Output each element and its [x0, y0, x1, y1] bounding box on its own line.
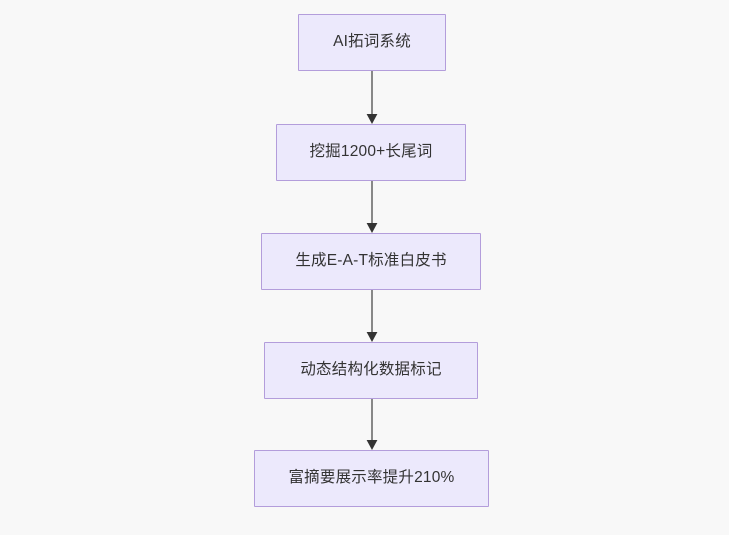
flow-node-label: 挖掘1200+长尾词	[309, 143, 433, 161]
flow-node-ai-keyword-system[interactable]: AI拓词系统	[298, 14, 446, 71]
arrowhead-icon	[366, 440, 378, 450]
arrowhead-icon	[366, 223, 378, 233]
flow-node-generate-eat-whitepaper[interactable]: 生成E-A-T标准白皮书	[261, 233, 481, 290]
flow-node-label: 生成E-A-T标准白皮书	[295, 252, 447, 270]
flow-node-mine-longtail-keywords[interactable]: 挖掘1200+长尾词	[276, 124, 466, 181]
flow-node-rich-snippet-rate-increase[interactable]: 富摘要展示率提升210%	[254, 450, 489, 507]
edge-node3-to-node4	[366, 290, 378, 342]
flow-node-dynamic-structured-data-markup[interactable]: 动态结构化数据标记	[264, 342, 478, 399]
edge-node2-to-node3	[366, 181, 378, 233]
flow-node-label: AI拓词系统	[333, 33, 411, 51]
edge-node1-to-node2	[366, 71, 378, 124]
edge-node4-to-node5	[366, 399, 378, 450]
flow-node-label: 动态结构化数据标记	[300, 361, 442, 379]
arrowhead-icon	[366, 332, 378, 342]
arrowhead-icon	[366, 114, 378, 124]
flow-node-label: 富摘要展示率提升210%	[288, 469, 455, 487]
